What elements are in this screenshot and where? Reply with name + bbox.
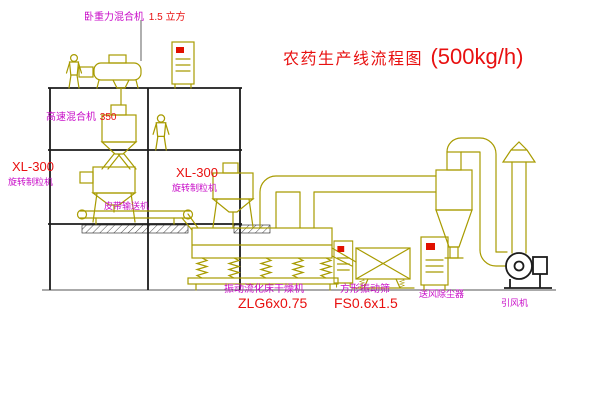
mixer-hopper bbox=[108, 54, 127, 64]
granulator-legs bbox=[92, 192, 136, 223]
dryer-base bbox=[187, 277, 339, 285]
mixer-motor bbox=[78, 66, 94, 78]
induced-draft-fan bbox=[504, 252, 552, 289]
label-dryer-name: 振动流化床干燥机 bbox=[224, 282, 304, 295]
belt-conveyor bbox=[76, 209, 194, 225]
high-speed-mixer bbox=[100, 104, 138, 170]
cyclone-cone bbox=[435, 209, 473, 248]
floor-slab-hatch bbox=[233, 224, 271, 234]
rain-cap bbox=[501, 141, 537, 163]
horizontal-mixer-name: 卧重力混合机 bbox=[84, 10, 144, 23]
granulator-mid bbox=[211, 162, 255, 229]
dust-collector bbox=[420, 236, 449, 291]
mixer-body bbox=[93, 62, 142, 81]
fan-hub bbox=[513, 260, 525, 272]
dryer-spring bbox=[196, 257, 208, 279]
granulator-cone bbox=[91, 192, 137, 206]
granulator-motor bbox=[222, 162, 239, 174]
exhaust-stack bbox=[501, 141, 537, 254]
cyclone-outlet-tube bbox=[446, 151, 462, 171]
dust-collector-louvers bbox=[425, 259, 444, 273]
cyclone-drop-tube bbox=[449, 246, 459, 259]
dust-collector-body bbox=[420, 236, 449, 286]
cyclone-separator bbox=[435, 151, 473, 259]
belt-legs bbox=[95, 217, 175, 225]
duct-inner-wall bbox=[275, 191, 437, 229]
y-discharge bbox=[101, 153, 137, 170]
floor-beams bbox=[48, 87, 242, 225]
dryer-body bbox=[191, 227, 333, 259]
fan-motor bbox=[532, 256, 548, 275]
mixer-legs bbox=[96, 79, 139, 89]
worker-figure bbox=[152, 114, 170, 151]
duct-bottom-elbow bbox=[479, 249, 508, 267]
label-granulator-mid-model: XL-300 bbox=[176, 165, 218, 180]
fan-suction-duct bbox=[446, 137, 508, 267]
label-dryer-model: ZLG6x0.75 bbox=[238, 295, 307, 311]
vibrating-screen bbox=[351, 247, 415, 289]
dust-collector-legs bbox=[423, 284, 446, 291]
belt-pulley bbox=[76, 209, 88, 220]
exhaust-duct bbox=[259, 175, 437, 229]
fan-scroll bbox=[505, 252, 533, 280]
screen-spring bbox=[399, 278, 405, 289]
dryer-spring bbox=[320, 257, 332, 279]
hs-mixer-cone bbox=[100, 141, 138, 155]
belt-pulley bbox=[182, 209, 194, 220]
building-frame bbox=[48, 87, 242, 290]
label-granulator-left-name: 旋转制粒机 bbox=[8, 176, 53, 187]
horizontal-mixer-spec: 1.5 立方 bbox=[149, 10, 186, 23]
mixer-discharge bbox=[112, 79, 130, 89]
columns bbox=[49, 88, 241, 290]
granulator-left bbox=[79, 166, 137, 223]
dryer-spring bbox=[260, 257, 272, 279]
label-granulator-left-model: XL-300 bbox=[12, 159, 54, 174]
control-cabinet bbox=[333, 240, 354, 288]
high-speed-mixer-name: 高速混合机 bbox=[46, 110, 96, 123]
cyclone-barrel bbox=[435, 169, 473, 211]
screen-outlets bbox=[363, 278, 401, 289]
duct-riser-2 bbox=[299, 191, 315, 229]
horizontal-mixer bbox=[78, 54, 142, 106]
label-fan: 引风机 bbox=[501, 297, 528, 308]
fan-base bbox=[504, 274, 552, 289]
label-horizontal-mixer: 卧重力混合机 1.5 立方 bbox=[84, 10, 185, 23]
granulator-body bbox=[92, 166, 136, 194]
fluid-bed-dryer bbox=[181, 213, 357, 291]
screen-box bbox=[355, 247, 411, 280]
duct-outer bbox=[446, 137, 497, 253]
title-text: 农药生产线流程图 bbox=[283, 50, 423, 68]
dryer-base-legs bbox=[195, 283, 331, 291]
title-capacity: (500kg/h) bbox=[430, 44, 523, 69]
belt-frame bbox=[79, 210, 191, 219]
diagram-title: 农药生产线流程图 (500kg/h) bbox=[283, 44, 523, 69]
stack-walls bbox=[511, 161, 527, 254]
duct-inner bbox=[460, 151, 481, 251]
label-granulator-mid-name: 旋转制粒机 bbox=[172, 182, 217, 193]
label-high-speed-mixer: 高速混合机 350 bbox=[46, 110, 117, 123]
dryer-spring bbox=[292, 257, 304, 279]
control-cabinet bbox=[171, 41, 195, 89]
dryer-spring bbox=[228, 257, 240, 279]
granulator-body bbox=[212, 172, 254, 200]
duct-outer-wall bbox=[259, 175, 437, 229]
granulator-cone bbox=[211, 198, 255, 213]
label-dust-collector: 送风除尘器 bbox=[419, 288, 464, 299]
label-screen-name: 方形振动筛 bbox=[340, 282, 390, 295]
granulator-legs bbox=[212, 198, 254, 228]
high-speed-mixer-spec: 350 bbox=[100, 112, 117, 123]
label-screen-model: FS0.6x1.5 bbox=[334, 295, 398, 311]
floor-slab-hatch bbox=[81, 224, 189, 234]
screen-braces bbox=[355, 247, 411, 280]
indicator-light bbox=[426, 243, 435, 250]
granulator-motor bbox=[79, 171, 94, 184]
label-belt-conveyor: 皮带输送机 bbox=[104, 200, 149, 211]
dryer-feed-chute bbox=[181, 213, 199, 231]
